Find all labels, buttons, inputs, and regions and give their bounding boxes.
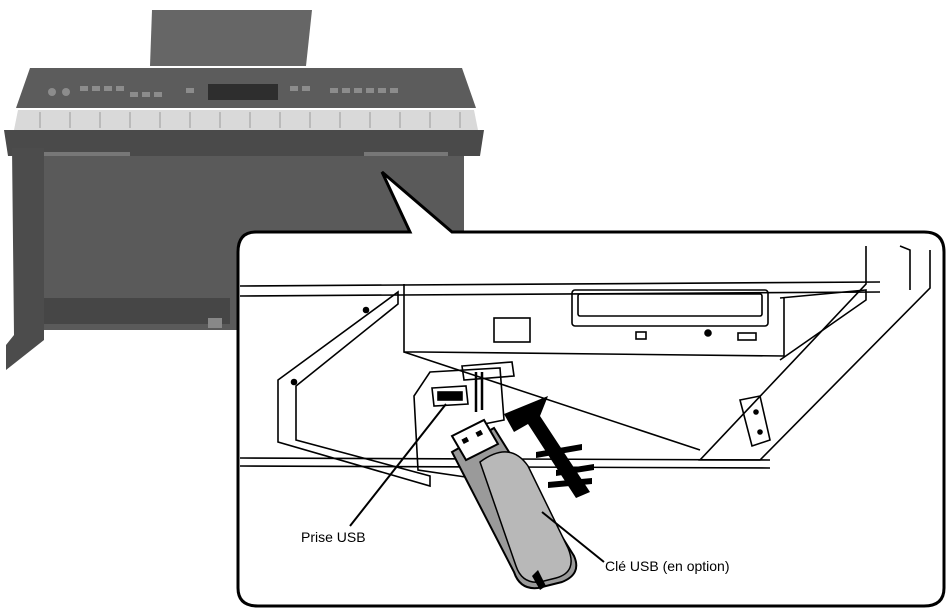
- usb-connector-pin: [475, 429, 484, 438]
- cabinet-shelf: [30, 298, 230, 324]
- leader-line-usb-port: [349, 403, 447, 527]
- drive-enclosure-bottom: [403, 351, 701, 451]
- hinge-screw: [757, 429, 763, 435]
- panel-buttons: [48, 86, 398, 97]
- drive-enclosure: [403, 284, 785, 357]
- zoom-callout-frame: [236, 170, 946, 608]
- label-usb-port: Prise USB: [301, 529, 366, 545]
- drive-eject-button: [737, 332, 757, 341]
- usb-drive-hole: [532, 570, 546, 590]
- bracket-left: [277, 290, 431, 488]
- label-usb-key: Clé USB (en option): [605, 558, 730, 574]
- usb-port-plate: [461, 361, 515, 381]
- front-rail: [4, 130, 484, 156]
- hinge: [739, 395, 771, 448]
- cabinet-edge-top: [239, 281, 881, 287]
- drive-slot-inner: [577, 293, 763, 317]
- left-leg: [6, 148, 44, 370]
- label-sticker: [493, 317, 531, 343]
- usb-socket-inner: [437, 391, 463, 401]
- pedal: [208, 318, 222, 328]
- cabinet-edge-top2: [239, 291, 881, 297]
- usb-flash-drive: [450, 418, 578, 590]
- drive-slot: [571, 289, 769, 327]
- usb-socket: [431, 385, 469, 407]
- zoomed-detail: [239, 245, 931, 488]
- keyboard: [14, 110, 478, 130]
- keyboard-keys: [39, 112, 461, 128]
- side-panel-inner: [899, 245, 911, 290]
- usb-cable: [474, 372, 484, 412]
- drive-indicator: [704, 329, 712, 337]
- screw-hole: [362, 306, 370, 314]
- display-screen: [208, 84, 278, 100]
- usb-drive-connector: [450, 418, 500, 462]
- hinge-screw: [753, 409, 759, 415]
- music-rest: [150, 10, 312, 66]
- usb-connector-pin: [461, 436, 470, 445]
- usb-drive-cap: [479, 451, 572, 583]
- leader-line-usb-key: [541, 511, 605, 563]
- bracket-right: [779, 289, 867, 361]
- drive-led: [635, 331, 647, 340]
- up-left-arrow-icon: [504, 396, 594, 498]
- screw-hole: [290, 378, 298, 386]
